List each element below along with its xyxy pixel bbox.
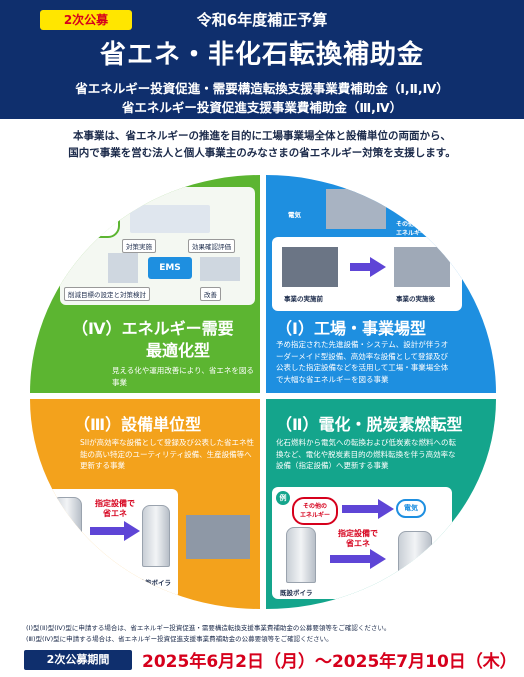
factory-graphic (200, 257, 240, 281)
quadrant-iv-title-2: 最適化型 (146, 341, 211, 360)
building-graphic (108, 253, 138, 283)
note-line-2: (Ⅲ)型(Ⅳ)型に申請する場合は、省エネルギー投資促進支援事業費補助金の公募要領… (26, 635, 333, 643)
label-high-efficiency-boiler: 高性能ボイラ (392, 589, 431, 597)
enemane-bubble: エネマネの 活用イメージ (64, 201, 120, 238)
quadrant-i-description: 予め指定された先進設備・システム、設計が伴うオーダーメイド型設備、高効率な設備と… (276, 340, 449, 384)
intro-line-2: 国内で事業を営む法人と個人事業主のみなさまの省エネルギー対策を支援します。 (68, 147, 456, 159)
budget-subtitle: 令和6年度補正予算 (196, 11, 328, 29)
quadrant-iii-description: SIIが高効率な設備として登録及び公表した省エネ性能の高い特定のユーティリティ設… (80, 438, 254, 470)
designated-equipment-label: 指定設備で 省エネ (338, 529, 378, 548)
page-title: 省エネ・非化石転換補助金 (99, 40, 424, 70)
label-gas: ガス (406, 193, 419, 201)
note-line-1: (Ⅰ)型(Ⅱ)型(Ⅳ)型に申請する場合は、省エネルギー投資促進・需要構造転換支援… (26, 624, 391, 632)
existing-boiler-graphic (286, 527, 316, 583)
label-target-setting: 削減目標の設定と対策検討 (64, 287, 150, 301)
arrow-bar (330, 555, 370, 563)
ems-illustration: エネマネの 活用イメージ 対策実施 効果確認評価 削減目標の設定と対策検討 改善… (60, 187, 255, 305)
intro-line-1: 本事業は、省エネルギーの推進を目的に工場事業場全体と設備単位の両面から、 (73, 130, 451, 142)
intro-text: 本事業は、省エネルギーの推進を目的に工場事業場全体と設備単位の両面から、 国内で… (24, 128, 500, 162)
label-countermeasure: 対策実施 (122, 239, 156, 253)
boiler-comparison-panel: 指定設備で 省エネ 既設ボイラ 高性能ボイラ (38, 489, 178, 599)
arrow-bar (90, 527, 124, 535)
arrow-right-icon (378, 499, 394, 519)
quadrant-ii-description: 化石燃料から電気への転換および低炭素な燃料への転換など、電化や脱炭素目的の燃料転… (276, 438, 456, 470)
arrow-right-icon (370, 257, 386, 277)
quadrant-ii-title: （Ⅱ）電化・脱炭素燃転型 (276, 415, 463, 434)
example-badge: 例 (276, 491, 290, 505)
office-people-graphic (130, 205, 210, 233)
factory-after-graphic (394, 247, 450, 287)
arrow-right-icon (124, 521, 140, 541)
label-improvement: 改善 (200, 287, 221, 301)
arrow-bar (350, 263, 370, 271)
factory-before-graphic (282, 247, 338, 287)
high-efficiency-boiler-graphic (142, 505, 170, 567)
quadrant-iv-demand-optimization: エネマネの 活用イメージ 対策実施 効果確認評価 削減目標の設定と対策検討 改善… (30, 175, 260, 393)
factory-building-graphic (326, 189, 386, 229)
label-after: 事業の実施後 (396, 295, 435, 303)
designated-equipment-label: 指定設備で 省エネ (95, 499, 135, 518)
label-high-efficiency-boiler: 高性能ボイラ (132, 579, 171, 587)
arrow-right-icon (370, 549, 386, 569)
quadrant-i-title: （Ⅰ）工場・事業場型 (276, 319, 426, 338)
program-name-1: 省エネルギー投資促進・需要構造転換支援事業費補助金（Ⅰ,Ⅱ,Ⅳ） (75, 81, 449, 96)
label-before: 事業の実施前 (284, 295, 323, 303)
recruitment-badge: 2次公募 (40, 10, 132, 30)
high-efficiency-boiler-graphic (398, 531, 432, 583)
label-electricity: 電気 (288, 211, 301, 219)
factory-graphic (186, 515, 250, 559)
arrow-bar (342, 505, 378, 513)
ems-display: EMS (148, 257, 192, 279)
quadrant-iii-equipment-unit: （Ⅲ）設備単位型 SIIが高効率な設備として登録及び公表した省エネ性能の高い特定… (30, 399, 260, 609)
factory-comparison-panel: 事業の実施前 事業の実施後 (272, 237, 462, 311)
program-name-2: 省エネルギー投資促進支援事業費補助金（Ⅲ,Ⅳ） (121, 100, 403, 115)
label-existing-boiler: 既設ボイラ (280, 589, 313, 597)
quadrant-ii-electrification: （Ⅱ）電化・脱炭素燃転型 化石燃料から電気への転換および低炭素な燃料への転換など… (266, 399, 496, 609)
header-banner: 2次公募 令和6年度補正予算 省エネ・非化石転換補助金 省エネルギー投資促進・需… (0, 0, 524, 119)
fuel-conversion-panel: 例 その他の エネルギー 電気 指定設備で 省エネ 既設ボイラ 高性能ボイラ (272, 487, 452, 599)
quadrant-i-factory: 電気 ガス その他の エネルギー 事業の実施前 事業の実施後 （Ⅰ）工場・事業場… (266, 175, 496, 393)
quadrant-iii-title: （Ⅲ）設備単位型 (74, 415, 202, 434)
label-effect-evaluation: 効果確認評価 (188, 239, 235, 253)
label-other-energy: その他の エネルギー (396, 221, 427, 237)
period-label: 2次公募期間 (24, 650, 132, 670)
existing-boiler-graphic (52, 497, 82, 567)
quadrant-iv-description: 見える化や運用改善により、省エネを図る事業 (112, 366, 254, 387)
other-energy-bubble: その他の エネルギー (292, 497, 339, 525)
quadrant-iv-title-1: （Ⅳ）エネルギー需要 (72, 319, 234, 338)
electricity-bubble: 電気 (396, 499, 426, 518)
label-existing-boiler: 既設ボイラ (48, 579, 81, 587)
application-period: 2025年6月2日（月）～2025年7月10日（木） (142, 652, 517, 672)
